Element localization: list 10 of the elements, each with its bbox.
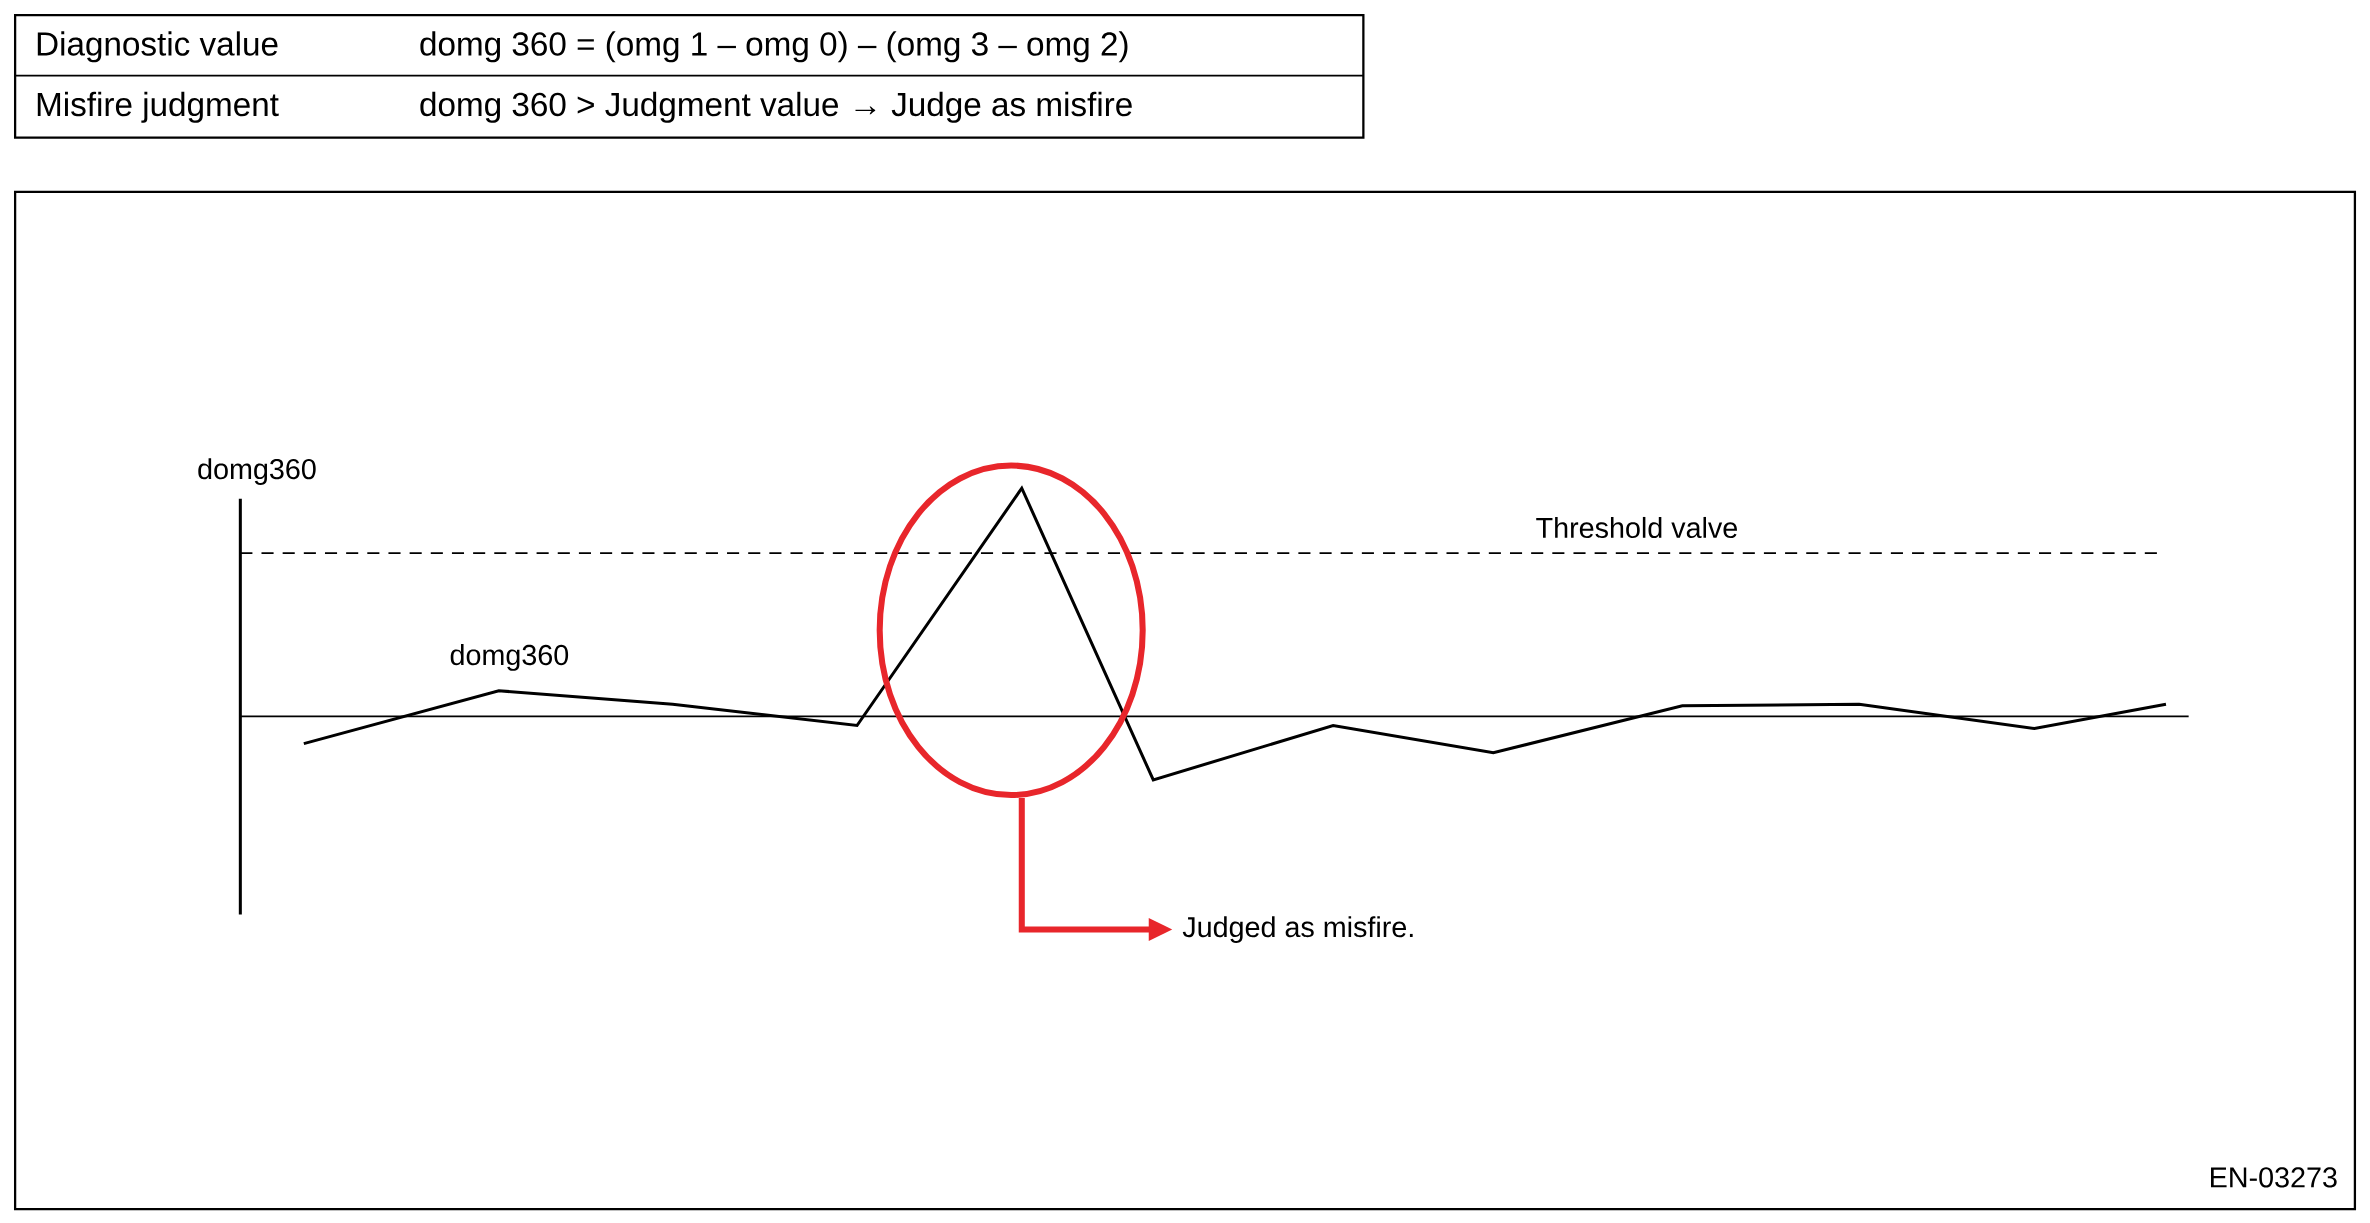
curve-label: domg360 [450,644,569,671]
table-cell: domg 360 = (omg 1 – omg 0) – (omg 3 – omg 2) [420,31,1128,63]
table-cell: Diagnostic value [37,31,278,63]
table-cell: Misfire judgment [37,91,279,123]
table-cell: domg 360 > Judgment value → Judge as misfire [420,91,1132,123]
highlight-ellipse [876,462,1146,799]
axis-label: domg360 [198,458,316,486]
result-text: Judged as misfire. [1182,916,1413,944]
figure-code: EN-03273 [2211,1167,2337,1188]
threshold-label: Threshold valve [1536,517,1737,539]
